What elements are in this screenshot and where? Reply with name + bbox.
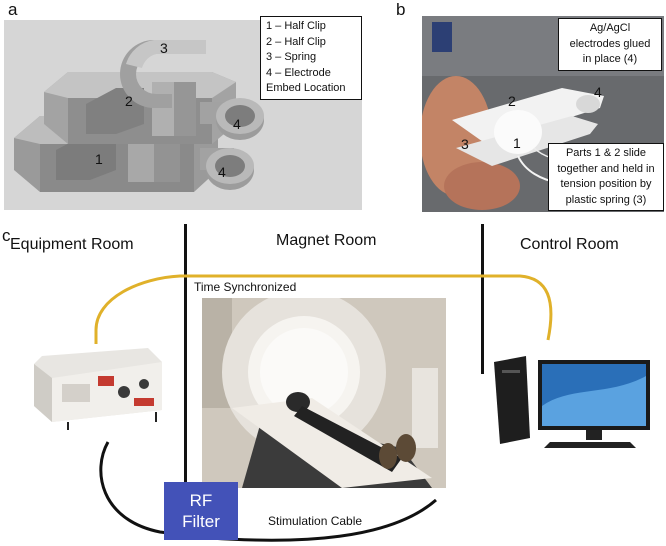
spring-note: Parts 1 & 2 slide together and held in t…	[548, 143, 664, 211]
part-label-4-upper: 4	[233, 116, 241, 132]
stimulator-drawing	[34, 348, 162, 430]
legend-line-5: Embed Location	[266, 82, 346, 94]
room-label-control: Control Room	[520, 236, 619, 253]
rf-filter-box: RF Filter	[164, 482, 238, 540]
part-label-2: 2	[125, 93, 133, 109]
room-label-equipment: Equipment Room	[10, 236, 134, 253]
room-label-magnet: Magnet Room	[276, 232, 377, 249]
rf-filter-line-1: RF	[189, 491, 213, 510]
sync-line	[94, 274, 553, 344]
electrode-note: Ag/AgCl electrodes glued in place (4)	[558, 18, 662, 71]
wall-divider-left	[184, 224, 187, 530]
cable-label: Stimulation Cable	[268, 514, 363, 528]
panel-c-letter: c	[2, 226, 11, 245]
rf-filter-line-2: Filter	[182, 512, 220, 531]
sync-label: Time Synchronized	[194, 280, 297, 294]
clip-parts-legend: 1 – Half Clip 2 – Half Clip 3 – Spring 4…	[260, 16, 362, 100]
part-label-1: 1	[95, 151, 103, 167]
panel-b-letter: b	[396, 0, 406, 19]
wall-divider-right	[481, 224, 484, 374]
legend-line-3: 3 – Spring	[266, 51, 317, 63]
stimulator-device	[28, 344, 166, 430]
part-label-3: 3	[160, 40, 168, 56]
clip-cad-render	[4, 20, 362, 210]
clip-cad-drawing	[14, 40, 264, 192]
photo-label-4: 4	[594, 84, 602, 100]
part-label-4-lower: 4	[218, 164, 226, 180]
computer-drawing	[494, 356, 650, 448]
legend-line-4: 4 – Electrode	[266, 66, 331, 79]
clip-photo-drawing	[422, 16, 664, 212]
legend-line-1: 1 – Half Clip	[266, 20, 326, 32]
control-computer	[490, 356, 656, 452]
legend-line-2: 2 – Half Clip	[266, 35, 326, 48]
clip-photo	[422, 16, 664, 212]
panel-a-letter: a	[8, 0, 18, 19]
photo-label-1: 1	[513, 135, 521, 151]
mri-scanner-drawing	[202, 298, 446, 488]
photo-label-2: 2	[508, 93, 516, 109]
photo-label-3: 3	[461, 136, 469, 152]
mri-scanner-photo	[202, 298, 446, 488]
